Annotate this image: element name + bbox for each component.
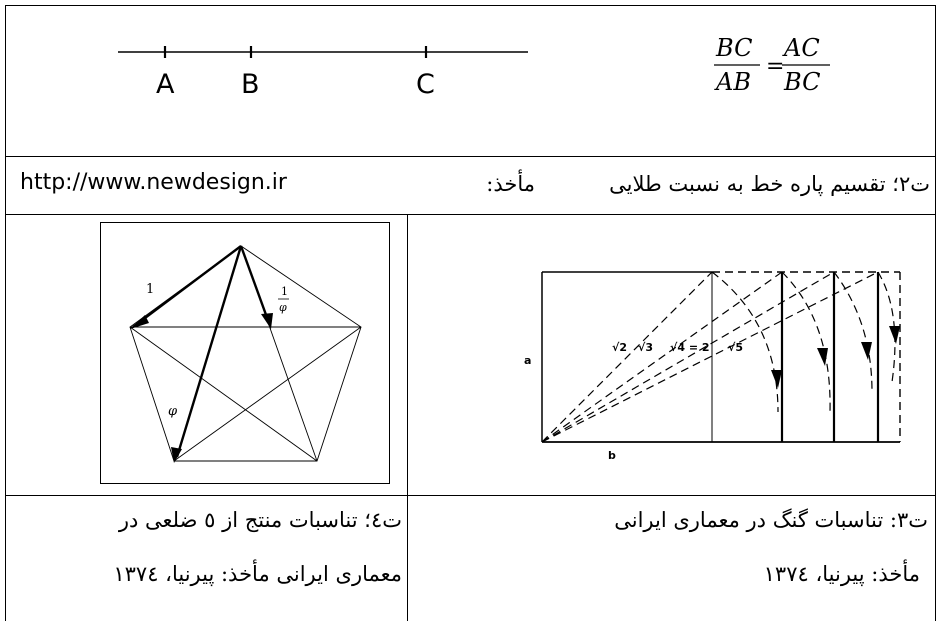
- pentagon-figure-frame: 1 φ 1 φ: [100, 222, 390, 484]
- golden-ratio-formula: BC AB = AC BC: [700, 28, 860, 108]
- rect-label-a: a: [524, 354, 531, 367]
- caption-source-label: مأخذ:: [486, 172, 535, 196]
- point-label-a: A: [156, 69, 175, 100]
- root-label-2: √2: [612, 341, 627, 354]
- table-border-left: [5, 5, 6, 621]
- formula-left-numerator: BC: [715, 34, 752, 62]
- formula-left-denominator: AB: [714, 68, 751, 96]
- rect-label-b: b: [608, 449, 616, 462]
- formula-svg: BC AB = AC BC: [714, 34, 830, 96]
- table-rule-2: [5, 214, 936, 215]
- caption-pentagon-line1: ت٤؛ تناسبات منتج از ٥ ضلعی در: [118, 508, 402, 532]
- root-label-5: √5: [728, 341, 743, 354]
- caption-irrational-line2: مأخذ: پیرنیا، ١٣٧٤: [763, 562, 920, 586]
- root-label-4: √4 = 2: [670, 341, 710, 354]
- caption-irrational-line1: ت۳: تناسبات گنگ در معماری ایرانی: [614, 508, 928, 532]
- formula-equals: =: [766, 54, 784, 79]
- table-rule-3: [5, 495, 936, 496]
- pentagon-label-inverse-numerator: 1: [281, 285, 288, 298]
- pentagon-diagram: 1 φ 1 φ: [129, 245, 362, 463]
- caption-golden-division: ت۲؛ تقسیم پاره خط به نسبت طلایی: [609, 172, 930, 196]
- table-border-right: [935, 5, 936, 621]
- caption-pentagon-line2: معماری ایرانی مأخذ: پیرنیا، ١٣٧٤: [113, 562, 402, 586]
- table-column-divider: [407, 214, 408, 621]
- root-rectangles-diagram: a b √2 √3 √4 = 2 √5: [524, 271, 901, 462]
- root-label-3: √3: [638, 341, 653, 354]
- root-rectangles-figure: a b √2 √3 √4 = 2 √5: [520, 262, 925, 487]
- pentagon-label-inverse-denominator: φ: [279, 301, 287, 314]
- point-label-c: C: [416, 69, 435, 100]
- line-segment-diagram: A B C: [118, 46, 528, 100]
- caption-url: http://www.newdesign.ir: [20, 170, 287, 195]
- golden-section-line-figure: A B C: [110, 30, 540, 110]
- table-border-top: [5, 5, 936, 6]
- point-label-b: B: [241, 69, 260, 100]
- formula-right-numerator: AC: [782, 34, 820, 62]
- pentagon-label-phi: φ: [168, 404, 178, 419]
- table-rule-1: [5, 156, 936, 157]
- pentagon-label-one: 1: [146, 282, 154, 297]
- formula-right-denominator: BC: [783, 68, 820, 96]
